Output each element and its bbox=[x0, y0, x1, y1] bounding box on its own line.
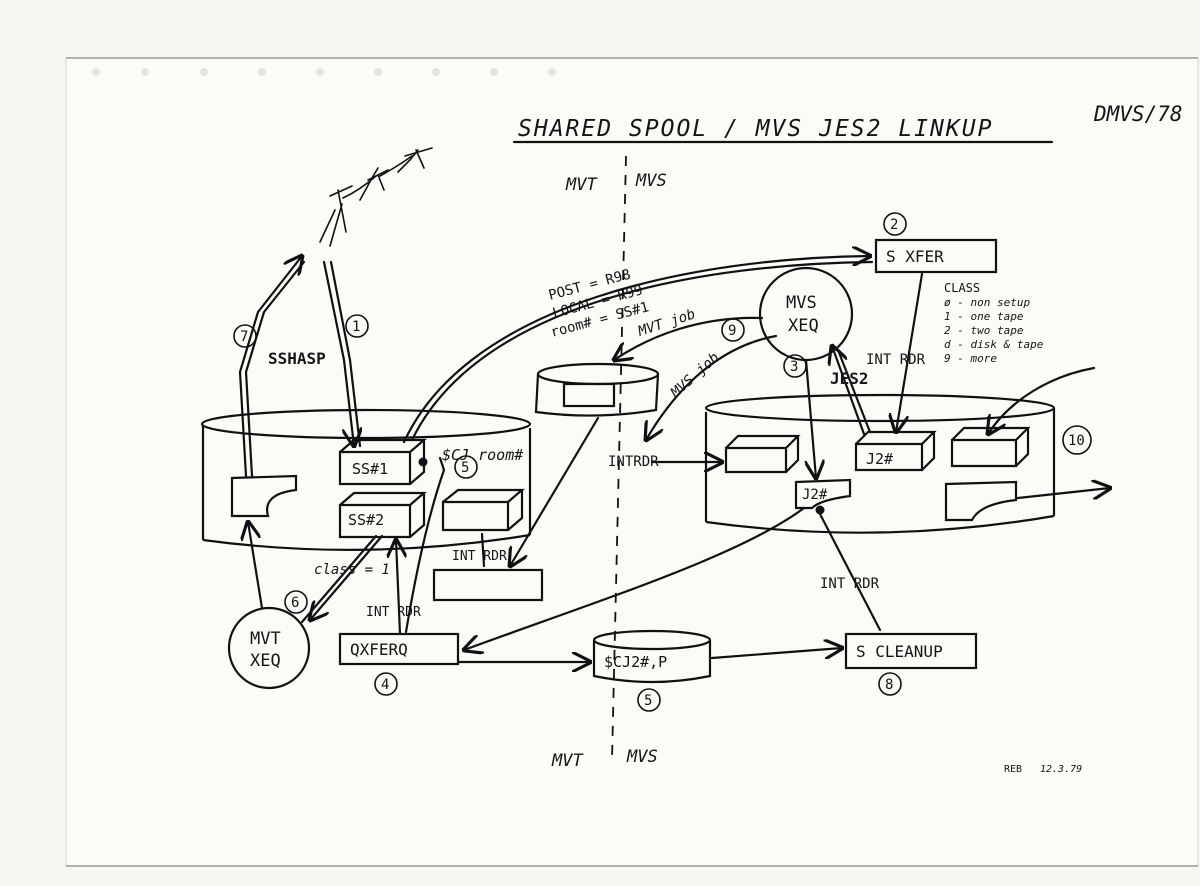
diagram-title: SHARED SPOOL / MVS JES2 LINKUP bbox=[518, 116, 993, 142]
class-legend-item: 9 - more bbox=[944, 352, 997, 365]
cj-room-label: $CJ room# bbox=[442, 446, 524, 464]
step-9: 9 bbox=[728, 323, 736, 339]
step-3: 3 bbox=[790, 359, 798, 375]
class-legend-item: 1 - one tape bbox=[944, 310, 1024, 323]
region-label-bottom-mvt: MVT bbox=[551, 751, 584, 771]
class-legend-title: CLASS bbox=[944, 281, 980, 295]
remote-terminals-icon bbox=[319, 147, 433, 247]
j2-document-shape bbox=[794, 478, 852, 510]
j2-top-label: J2# bbox=[866, 450, 893, 468]
step-number-circles bbox=[233, 212, 1092, 712]
intrdr-dataset-box-right bbox=[724, 434, 801, 474]
j2-bottom-label: J2# bbox=[802, 487, 828, 503]
mvt-shared-spool-cylinder bbox=[200, 408, 532, 551]
signature-initials: REB bbox=[1004, 764, 1022, 775]
step-1: 1 bbox=[352, 319, 360, 335]
step-5a: 5 bbox=[461, 460, 469, 476]
jes2-label: JES2 bbox=[830, 369, 869, 388]
ss2-label: SS#2 bbox=[348, 511, 384, 529]
class-legend-item: d - disk & tape bbox=[944, 338, 1044, 351]
step-7: 7 bbox=[240, 329, 248, 345]
ss1-label: SS#1 bbox=[352, 460, 388, 478]
step-8: 8 bbox=[885, 677, 893, 693]
mvt-xeq-circle bbox=[227, 606, 311, 690]
cleanup-label: S CLEANUP bbox=[856, 642, 943, 661]
binder-holes bbox=[92, 68, 556, 76]
region-label-bottom-mvs: MVS bbox=[626, 747, 658, 767]
mvs-xeq-label-1: MVS bbox=[786, 293, 817, 313]
intrdr-left-label: INT RDR bbox=[452, 549, 507, 564]
intrdr-right-label: INT RDR bbox=[866, 352, 926, 368]
sshasp-label: SSHASP bbox=[268, 349, 326, 368]
cj2-dataset-label: $CJ2#,P bbox=[604, 653, 667, 671]
signature-date: 12.3.79 bbox=[1040, 764, 1082, 775]
flow-arrows bbox=[238, 256, 1110, 662]
step-10: 10 bbox=[1068, 433, 1085, 449]
class-legend: CLASS ø - non setup 1 - one tape 2 - two… bbox=[944, 281, 1044, 365]
spool-box-left bbox=[441, 488, 525, 532]
class-eq-label: class = 1 bbox=[314, 562, 390, 578]
intrdr-lower-right-label: INT RDR bbox=[820, 576, 880, 592]
cleanup-box bbox=[844, 632, 978, 670]
document-code: DMVS/78 bbox=[1093, 102, 1183, 126]
sshasp-document-shape bbox=[230, 474, 298, 518]
mvt-mvs-divider bbox=[611, 155, 627, 761]
sxfer-box bbox=[874, 238, 998, 274]
intrdr-dataset-box bbox=[432, 568, 544, 602]
class-legend-item: ø - non setup bbox=[944, 296, 1030, 309]
intrdr-bottom-label: INT RDR bbox=[366, 605, 421, 620]
mvt-xeq-label-1: MVT bbox=[250, 629, 281, 649]
class-legend-item: 2 - two tape bbox=[944, 324, 1024, 337]
step-2: 2 bbox=[890, 217, 898, 233]
region-label-top-mvs: MVS bbox=[635, 171, 667, 191]
mvt-job-dataset-cylinder bbox=[534, 362, 660, 417]
cj2-dataset-cylinder bbox=[592, 629, 712, 684]
ss2-dataset-box bbox=[338, 491, 427, 539]
region-label-top-mvt: MVT bbox=[565, 175, 598, 195]
step-5b: 5 bbox=[644, 693, 652, 709]
paper-page bbox=[65, 57, 1199, 867]
step-6: 6 bbox=[291, 595, 299, 611]
qxferq-label: QXFERQ bbox=[350, 640, 408, 659]
output-document-shape bbox=[944, 480, 1018, 522]
sxfer-label: S XFER bbox=[886, 247, 944, 266]
mvs-xeq-label-2: XEQ bbox=[788, 316, 819, 336]
step-4: 4 bbox=[381, 677, 389, 693]
mvt-xeq-label-2: XEQ bbox=[250, 651, 281, 671]
intrdr-mid-label: INTRDR bbox=[608, 454, 659, 470]
